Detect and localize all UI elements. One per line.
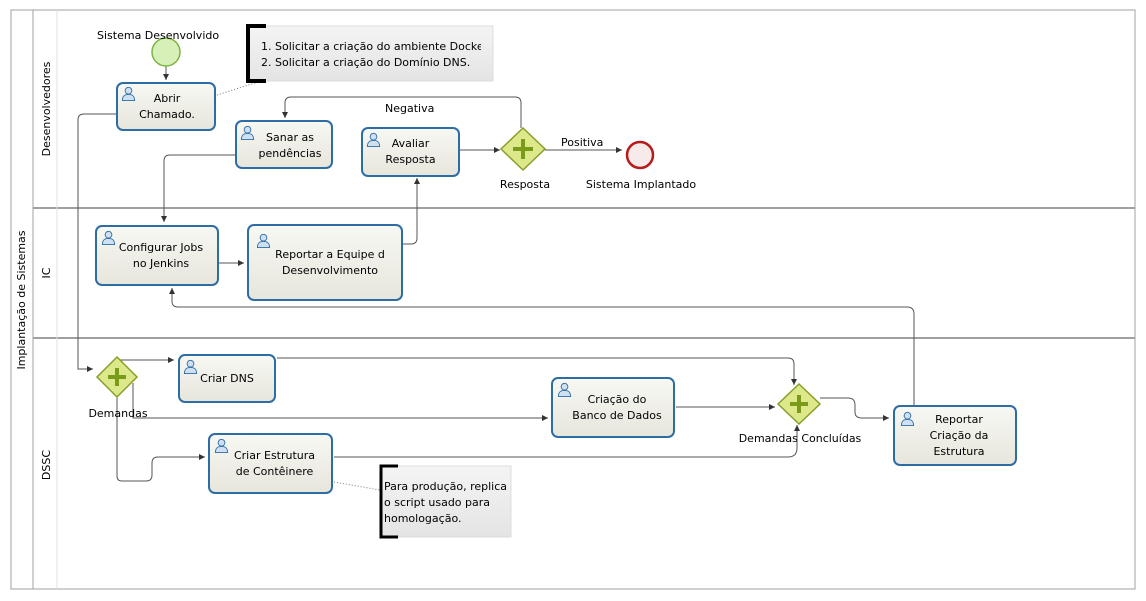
task-criar-dns-label: Criar DNS	[200, 371, 254, 385]
flow-sanar-to-configurar	[161, 154, 236, 222]
task-reportar-equipe[interactable]	[247, 224, 403, 301]
task-reportar-equipe-label: Reportar a Equipe d Desenvolvimento	[275, 247, 385, 277]
start-event[interactable]	[151, 37, 181, 67]
flow-demandas-to-banco	[132, 383, 548, 421]
task-reportar-criacao-label: Reportar Criação da Estrutura	[929, 412, 989, 458]
annotation-bottom	[379, 464, 512, 539]
task-avaliar-resposta[interactable]	[361, 127, 460, 177]
flow-reportar-criacao-to-configurar	[169, 288, 915, 405]
lane-label-dssc: DSSC	[40, 450, 53, 480]
parallel-plus-icon	[108, 368, 126, 386]
task-criar-estrutura-label: Criar Estrutura de Contêinere	[233, 448, 316, 478]
flow-reportar-equipe-to-avaliar	[403, 178, 420, 245]
task-criacao-banco-label: Criação do Banco de Dados	[572, 392, 662, 422]
task-sanar-pendencias-label: Sanar as pendências	[258, 130, 322, 160]
flow-abrir-to-demandas	[77, 113, 117, 372]
flow-estrutura-to-join	[334, 425, 800, 458]
task-configurar-jobs-label: Configurar Jobs no Jenkins	[118, 240, 204, 270]
task-configurar-jobs[interactable]	[95, 225, 219, 286]
gateway-demandas[interactable]	[95, 355, 139, 399]
gateway-demandas-concluidas[interactable]	[776, 382, 822, 426]
task-criar-dns[interactable]	[178, 354, 276, 403]
annotation-top	[246, 24, 494, 83]
flow-label-negativa: Negativa	[385, 102, 434, 115]
task-reportar-criacao[interactable]	[893, 405, 1017, 466]
task-criacao-banco[interactable]	[551, 377, 675, 438]
start-event-label: Sistema Desenvolvido	[97, 29, 219, 42]
lane-label-desenvolvedores: Desenvolvedores	[40, 61, 53, 156]
task-avaliar-resposta-label: Avaliar Resposta	[385, 137, 436, 166]
flow-criar-dns-to-join	[277, 357, 797, 385]
parallel-plus-icon	[790, 395, 808, 413]
sequence-flows	[77, 66, 915, 482]
lane-label-ic: IC	[40, 267, 53, 278]
association-top-note	[216, 81, 259, 96]
flow-resposta-to-sanar-negativa	[282, 96, 522, 128]
pool-label: Implantação de Sistemas	[15, 230, 28, 369]
flow-join-to-reportar-criacao	[820, 397, 889, 421]
gateway-resposta-label: Resposta	[500, 178, 550, 191]
parallel-plus-icon	[513, 139, 533, 159]
task-abrir-chamado[interactable]	[116, 82, 216, 131]
gateway-resposta[interactable]	[499, 126, 547, 172]
task-sanar-pendencias[interactable]	[235, 120, 333, 169]
gateway-demandas-concluidas-label: Demandas Concluídas	[739, 432, 862, 445]
annotation-top-line-1: 1. Solicitar a criação do ambiente Docke…	[261, 40, 481, 53]
end-event-label: Sistema Implantado	[586, 178, 697, 191]
task-abrir-chamado-label: Abrir Chamado.	[139, 91, 195, 121]
flow-demandas-to-estrutura	[116, 395, 205, 482]
gateway-demandas-label: Demandas	[88, 407, 147, 420]
annotation-top-line-2: 2. Solicitar a criação do Domínio DNS.	[261, 56, 471, 69]
end-event[interactable]	[625, 140, 655, 170]
task-criar-estrutura[interactable]	[208, 433, 333, 494]
associations	[216, 81, 381, 491]
flow-label-positiva: Positiva	[561, 136, 603, 149]
annotation-bottom-text: Para produção, replica o script usado pa…	[384, 480, 508, 525]
